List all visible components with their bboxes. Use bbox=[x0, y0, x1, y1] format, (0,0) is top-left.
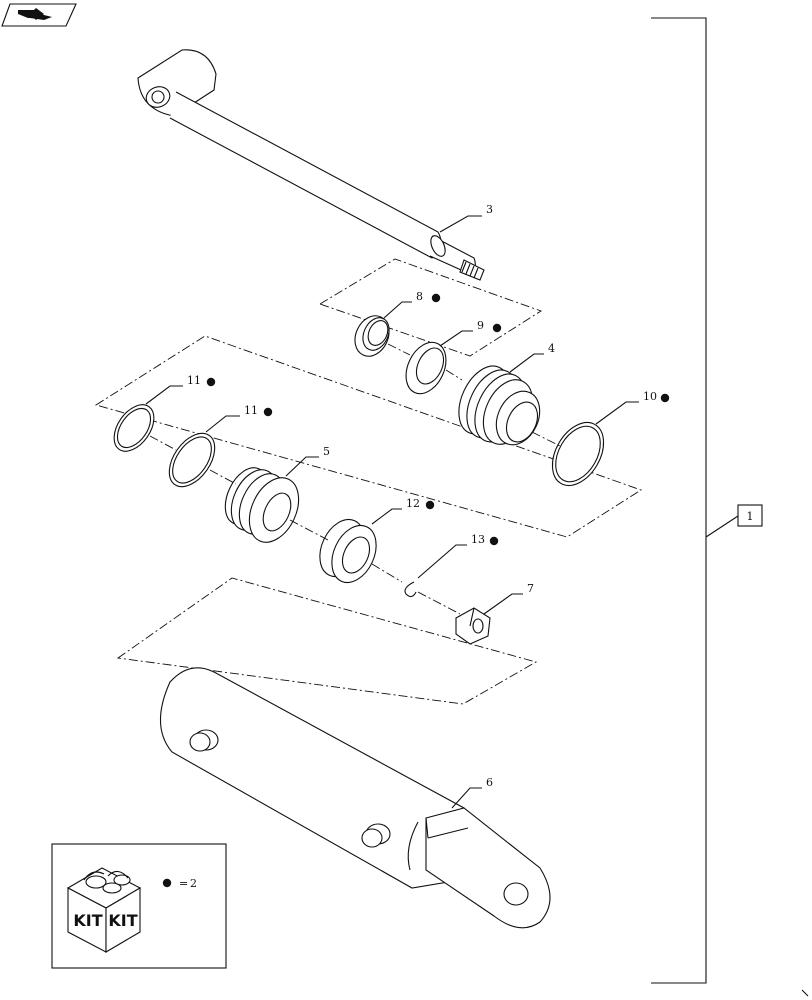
callout-labels: 3 8 9 4 10 11 11 5 12 13 7 6 bbox=[187, 203, 670, 789]
kit-text-left: KIT bbox=[73, 911, 102, 930]
view-arrow-icon[interactable] bbox=[1, 3, 77, 27]
callout-leader-10 bbox=[595, 401, 639, 425]
callout-leader-9 bbox=[439, 330, 473, 347]
callout-leader-4 bbox=[509, 353, 544, 373]
callout-label-7[interactable]: 7 bbox=[527, 582, 534, 595]
part-11-o-ring-b[interactable] bbox=[160, 425, 224, 495]
callout-leader-12 bbox=[371, 508, 402, 525]
callout-leader-6 bbox=[451, 787, 482, 809]
kit-dot-icon bbox=[425, 500, 435, 510]
leader-lines bbox=[145, 215, 639, 809]
kit-dot-icon bbox=[660, 393, 670, 403]
kit-dot-icon bbox=[263, 407, 273, 417]
callout-leader-11 bbox=[145, 385, 183, 405]
part-13-snap-ring[interactable] bbox=[404, 581, 417, 598]
kit-box-icon: KIT KIT bbox=[66, 867, 142, 953]
legend-equals: = bbox=[179, 877, 188, 890]
part-4-gland[interactable] bbox=[449, 358, 548, 452]
part-7-nut[interactable] bbox=[455, 607, 491, 645]
kit-text-right: KIT bbox=[108, 911, 137, 930]
legend-kit-item: 2 bbox=[190, 877, 197, 890]
callout-leader-8 bbox=[383, 301, 412, 319]
callout-label-12[interactable]: 12 bbox=[406, 497, 420, 510]
callout-label-11[interactable]: 11 bbox=[244, 404, 258, 417]
callout-label-10[interactable]: 10 bbox=[643, 390, 657, 403]
kit-dot-icon bbox=[431, 293, 441, 303]
assembly-axis bbox=[149, 343, 561, 615]
part-10-o-ring[interactable] bbox=[542, 414, 614, 495]
callout-leader-5 bbox=[285, 456, 319, 477]
part-11-o-ring-a[interactable] bbox=[106, 398, 162, 459]
part-12-bearing[interactable] bbox=[311, 512, 385, 589]
kit-legend: KIT KIT = 2 bbox=[51, 843, 227, 969]
assembly-bracket: 1 bbox=[651, 17, 763, 984]
callout-label-6[interactable]: 6 bbox=[486, 776, 493, 789]
callout-label-13[interactable]: 13 bbox=[471, 533, 485, 546]
piston-rod[interactable] bbox=[137, 49, 485, 281]
callout-label-11[interactable]: 11 bbox=[187, 374, 201, 387]
part-9-rod-seal[interactable] bbox=[398, 336, 453, 400]
kit-dot-icon bbox=[162, 878, 172, 888]
part-8-wiper-seal[interactable] bbox=[349, 310, 396, 362]
assembly-label-box bbox=[737, 504, 763, 527]
callout-label-8[interactable]: 8 bbox=[416, 290, 423, 303]
part-5-piston[interactable] bbox=[217, 461, 308, 550]
callout-label-5[interactable]: 5 bbox=[323, 445, 330, 458]
callout-leader-11 bbox=[205, 415, 240, 433]
callout-leader-3 bbox=[439, 215, 482, 233]
callout-leader-7 bbox=[483, 593, 523, 615]
callout-label-9[interactable]: 9 bbox=[477, 319, 484, 332]
callout-leader-13 bbox=[417, 544, 467, 579]
kit-dot-icon bbox=[489, 536, 499, 546]
kit-dot-icon bbox=[206, 377, 216, 387]
outline-barrel bbox=[116, 577, 538, 705]
part-6-cylinder-barrel[interactable] bbox=[159, 667, 551, 929]
outline-rod-seals bbox=[318, 258, 543, 357]
assembly-label: 1 bbox=[747, 510, 754, 523]
outline-piston-group bbox=[94, 335, 643, 538]
callout-label-3[interactable]: 3 bbox=[486, 203, 493, 216]
group-outlines bbox=[94, 258, 643, 705]
kit-dot-icon bbox=[492, 323, 502, 333]
callout-label-4[interactable]: 4 bbox=[548, 342, 555, 355]
